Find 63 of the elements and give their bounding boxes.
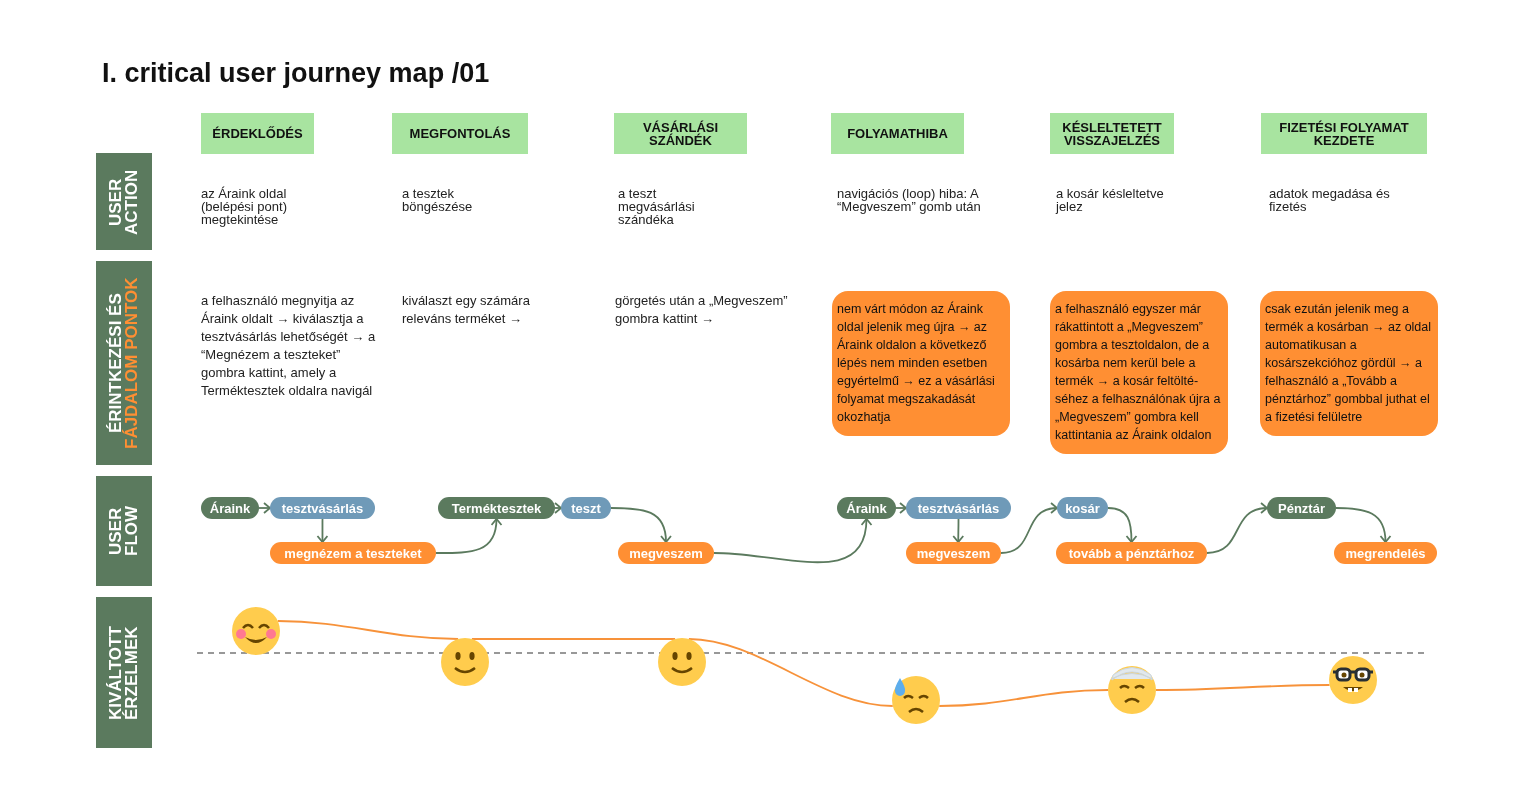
row-header-band: [96, 476, 152, 586]
page-tag: Pénztár: [1267, 497, 1336, 519]
stage-header: VÁSÁRLÁSI SZÁNDÉK: [614, 113, 747, 154]
row-header-band: [96, 261, 152, 465]
row-header-band: [96, 597, 152, 748]
row-heading: USER FLOW: [108, 505, 140, 559]
arrow: [895, 502, 907, 514]
emotion-curve: [1155, 684, 1331, 691]
arrow: [952, 518, 965, 543]
stage-header: FIZETÉSI FOLYAMAT KEZDETE: [1261, 113, 1427, 154]
action-tag: megveszem: [906, 542, 1001, 564]
emotion-curve: [938, 689, 1109, 707]
section-tag: kosár: [1057, 497, 1108, 519]
pain-point-card: a felhasználó egyszer már rákattintott a „Megveszem” gombra a tesztoldalon, de a kosárba nem kerül bele a termék → a kosár feltölté- séhez a felhasználónak újra a „Megveszem” gombra kell kattintania az Áraink oldalon: [1050, 291, 1228, 454]
touchpoint-description: a felhasználó megnyitja az Áraink oldalt → kiválasztja a tesztvásárlás lehetőségét → a “Megnézem a teszteket” gombra kattint, amely a Terméktesztek oldalra navigál: [201, 292, 377, 400]
action-description: adatok megadása és fizetés: [1269, 187, 1391, 213]
blushing-face-icon: [232, 607, 280, 655]
emotion-curve: [276, 620, 460, 640]
pain-point-card: csak ezután jelenik meg a termék a kosárban → az oldal automatikusan a kosárszekcióhoz gördül → a felhasználó a „Tovább a pénztárhoz” gombbal juthat el a fizetési felületre: [1260, 291, 1438, 436]
section-tag: tesztvásárlás: [270, 497, 375, 519]
action-tag: megrendelés: [1334, 542, 1437, 564]
action-description: a teszt megvásárlási szándéka: [618, 187, 696, 226]
bandaged-face-icon: [1108, 666, 1156, 714]
touchpoint-description: görgetés után a „Megveszem” gombra kattint →: [615, 292, 789, 328]
smiling-face-icon: [441, 638, 489, 686]
arrow: [713, 518, 872, 564]
arrow: [1335, 507, 1392, 543]
smiling-face-icon: [658, 638, 706, 686]
arrow: [554, 502, 562, 514]
page-tag: Áraink: [837, 497, 896, 519]
row-heading: FÁJDALOM PONTOK: [124, 276, 140, 451]
stage-header: ÉRDEKLŐDÉS: [201, 113, 314, 154]
action-tag: megnézem a teszteket: [270, 542, 436, 564]
pain-point-card: nem várt módon az Áraink oldal jelenik meg újra → az Áraink oldalon a következő lépés nem minden esetben egyértelmű → ez a vásárlási folyamat megszakadását okozhatja: [832, 291, 1010, 436]
action-description: az Áraink oldal (belépési pont) megtekintése: [201, 187, 288, 226]
action-tag: megveszem: [618, 542, 714, 564]
page-tag: Áraink: [201, 497, 259, 519]
section-tag: teszt: [561, 497, 611, 519]
emotion-curve: [687, 638, 894, 707]
page-tag: Terméktesztek: [438, 497, 555, 519]
arrow: [1107, 507, 1138, 543]
arrow: [316, 518, 329, 543]
arrow: [1000, 502, 1058, 554]
arrow: [435, 518, 502, 554]
action-description: navigációs (loop) hiba: A “Megveszem” gomb után: [837, 187, 982, 213]
emotion-curve: [470, 638, 677, 640]
page-title: I. critical user journey map /01: [102, 58, 490, 89]
row-heading: USER ACTION: [108, 167, 140, 237]
action-description: a kosár késleltetve jelez: [1056, 187, 1165, 213]
sweating-face-icon: [892, 676, 940, 724]
action-tag: tovább a pénztárhoz: [1056, 542, 1207, 564]
touchpoint-description: kiválaszt egy számára releváns terméket →: [402, 292, 531, 328]
action-description: a tesztek böngészése: [402, 187, 474, 213]
nerd-face-icon: [1329, 656, 1377, 704]
arrow: [1206, 502, 1268, 554]
stage-header: MEGFONTOLÁS: [392, 113, 528, 154]
stage-header: KÉSLELTETETT VISSZAJELZÉS: [1050, 113, 1174, 154]
arrow: [258, 502, 271, 514]
row-header-band: [96, 153, 152, 250]
row-heading: KIVÁLTOTT ÉRZELMEK: [108, 624, 140, 722]
stage-header: FOLYAMATHIBA: [831, 113, 964, 154]
section-tag: tesztvásárlás: [906, 497, 1011, 519]
arrow: [610, 507, 672, 543]
